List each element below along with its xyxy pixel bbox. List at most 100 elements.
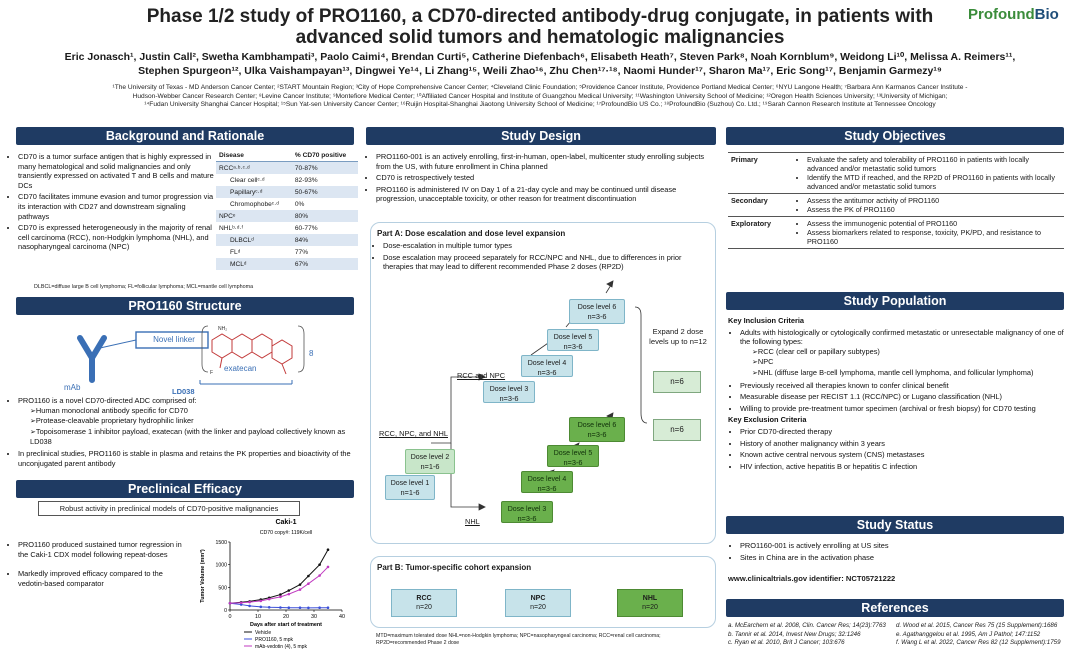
structure-description: PRO1160 is a novel CD70-directed ADC com… — [6, 396, 356, 470]
data-point — [287, 592, 291, 596]
chart-subtitle: CD70 copy#: 119K/cell — [260, 530, 312, 536]
clinicaltrials-link[interactable]: www.clinicaltrials.gov identifier: NCT05… — [728, 574, 896, 583]
legend-label-0: Vehicle — [255, 630, 271, 636]
data-point — [248, 600, 251, 604]
mab-label: mAb — [64, 383, 81, 392]
data-point — [239, 601, 243, 605]
part-b-title: Part B: Tumor-specific cohort expansion — [377, 563, 532, 572]
label-rcc-npc: RCC and NPC — [457, 371, 506, 380]
data-point — [326, 548, 330, 552]
part-a-bullets: Dose-escalation in multiple tumor types … — [371, 241, 707, 274]
part-a-box: Part A: Dose escalation and dose level e… — [370, 222, 716, 544]
design-footnote: MTD=maximum tolerated dose NHL=non-Hodgk… — [376, 633, 661, 646]
data-point — [259, 605, 263, 609]
x-tick-label: 20 — [283, 614, 289, 620]
legend-label-1: PRO1160, 5 mpk — [255, 637, 293, 643]
structure-heading: PRO1160 Structure — [16, 297, 354, 315]
background-heading: Background and Rationale — [16, 127, 354, 145]
objectives-table: PrimaryEvaluate the safety and tolerabil… — [728, 152, 1064, 249]
linker-label: Novel linker — [153, 335, 195, 344]
data-point — [307, 574, 310, 578]
dar-label: 8 — [309, 349, 314, 358]
data-point — [307, 582, 310, 586]
adc-structure-diagram: NH₂ F — [77, 325, 305, 385]
rcc-expansion-n: n=6 — [653, 371, 701, 393]
data-point — [318, 563, 321, 566]
nhl-expansion-n: n=6 — [653, 419, 701, 441]
data-point — [267, 597, 271, 601]
efficacy-bullets: PRO1160 produced sustained tumor regress… — [6, 540, 182, 590]
x-tick-label: 0 — [229, 614, 232, 620]
x-tick-label: 30 — [311, 614, 317, 620]
label-nhl: NHL — [465, 517, 480, 526]
data-point — [318, 606, 321, 610]
data-point — [326, 565, 330, 569]
population-criteria: Key Inclusion Criteria Adults with histo… — [728, 316, 1064, 473]
data-point — [228, 601, 232, 605]
poster-title: Phase 1/2 study of PRO1160, a CD70-direc… — [146, 6, 934, 48]
series-line-1 — [229, 602, 328, 609]
data-point — [298, 606, 302, 610]
part-a-title: Part A: Dose escalation and dose level e… — [377, 229, 566, 238]
data-point — [279, 593, 282, 596]
background-bullets: CD70 is a tumor surface antigen that is … — [6, 152, 214, 254]
data-point — [326, 606, 330, 610]
y-tick-label: 500 — [218, 585, 227, 591]
exatecan-structure-icon — [211, 333, 293, 375]
objectives-heading: Study Objectives — [726, 127, 1064, 145]
legend-label-2: mAb-vedotin (4), 5 mpk — [255, 644, 307, 650]
author-list: Eric Jonasch¹, Justin Call², Swetha Kamb… — [64, 51, 1016, 77]
x-axis-label: Days after start of treatment — [250, 622, 322, 628]
data-point — [248, 604, 251, 608]
y-tick-label: 0 — [224, 608, 227, 614]
population-heading: Study Population — [726, 292, 1064, 310]
references-heading: References — [726, 599, 1064, 617]
chart-title: Caki-1 — [275, 519, 296, 526]
design-heading: Study Design — [366, 127, 716, 145]
svg-text:F: F — [210, 370, 213, 376]
x-tick-label: 10 — [255, 614, 261, 620]
references-left: a. McEarchern et al. 2008, Clin. Cancer … — [728, 622, 886, 646]
background-footnote: DLBCL=diffuse large B cell lymphoma; FL=… — [34, 284, 254, 290]
data-point — [287, 589, 291, 592]
references-right: d. Wood et al. 2015, Cancer Res 75 (15 S… — [896, 622, 1061, 646]
compound-label: LD038 — [172, 387, 195, 396]
data-point — [267, 605, 271, 609]
status-bullets: PRO1160-001 is actively enrolling at US … — [728, 541, 1064, 564]
label-all-tumors: RCC, NPC, and NHL — [379, 429, 448, 438]
antibody-icon — [77, 335, 107, 383]
data-point — [259, 599, 263, 603]
design-bullets: PRO1160-001 is an actively enrolling, fi… — [364, 152, 716, 206]
data-point — [287, 606, 291, 610]
svg-text:NH₂: NH₂ — [218, 326, 227, 332]
expand-label: Expand 2 dose levels up to n=12 — [649, 327, 707, 346]
data-point — [298, 583, 302, 586]
status-heading: Study Status — [726, 516, 1064, 534]
y-tick-label: 1500 — [215, 540, 227, 546]
company-logo: ProfoundBio — [968, 6, 1059, 23]
data-point — [279, 606, 282, 609]
efficacy-banner: Robust activity in preclinical models of… — [38, 501, 300, 516]
series-line-0 — [229, 549, 329, 604]
data-point — [279, 595, 282, 599]
efficacy-heading: Preclinical Efficacy — [16, 480, 354, 498]
part-b-box: Part B: Tumor-specific cohort expansion … — [370, 556, 716, 628]
data-point — [239, 603, 243, 606]
y-tick-label: 1000 — [215, 563, 227, 569]
data-point — [318, 574, 321, 577]
